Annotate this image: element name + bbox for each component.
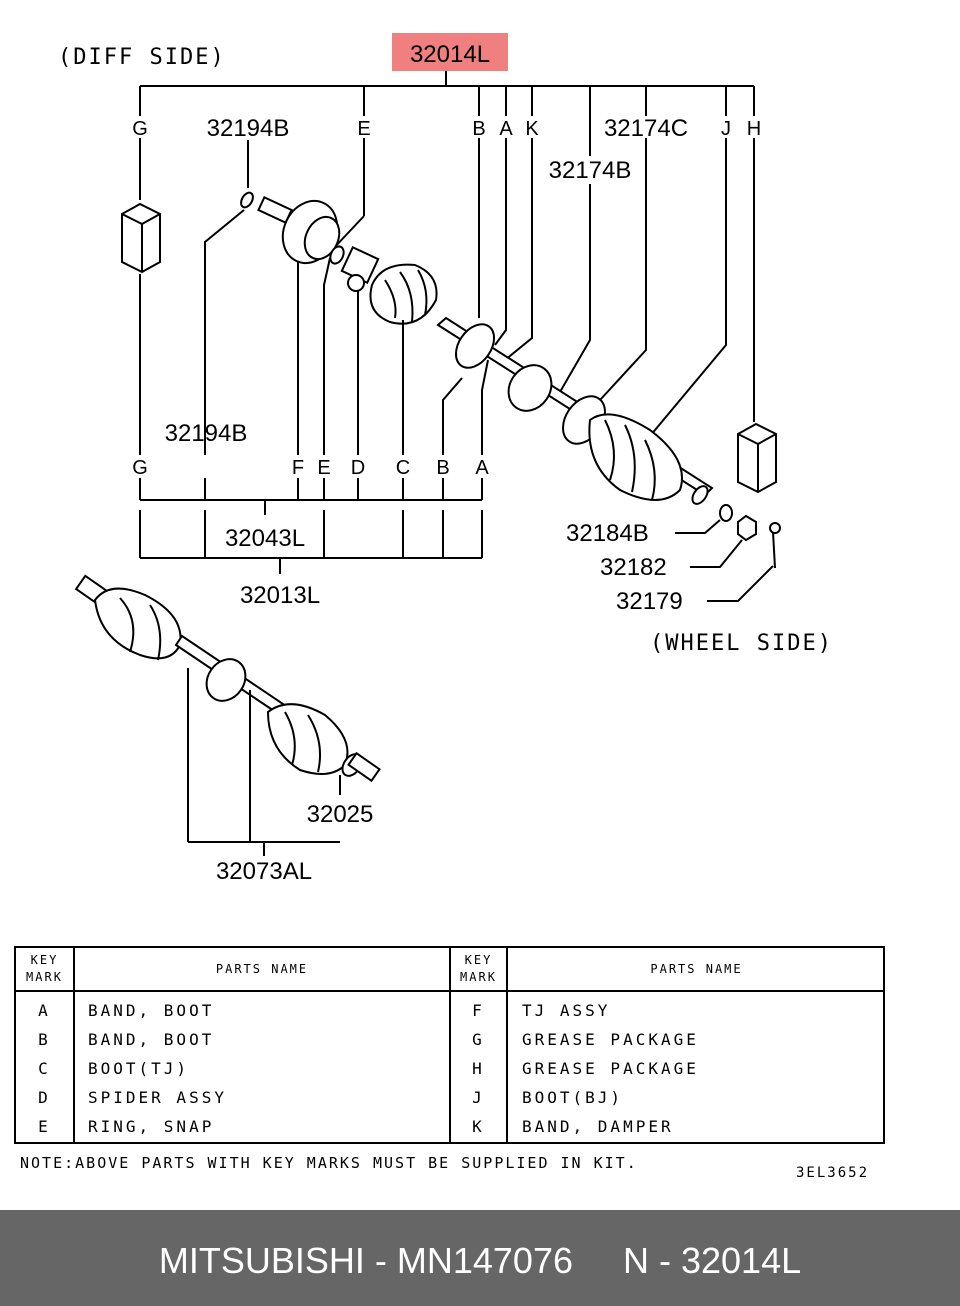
right-leaders [675, 519, 774, 602]
tj-assy-shape [257, 195, 341, 265]
table-row-name: BAND, BOOT [88, 1030, 215, 1049]
part-32043L[interactable]: 32043L [225, 525, 305, 552]
key-e-bottom: E [317, 457, 330, 479]
table-row-key: C [38, 1059, 51, 1078]
table-divider [506, 948, 508, 1142]
kit-note: NOTE:ABOVE PARTS WITH KEY MARKS MUST BE … [20, 1154, 638, 1172]
washer-shape [719, 504, 733, 522]
spider-assy-shape [340, 245, 380, 292]
footer-part-info: MITSUBISHI - MN147076 N - 32014L [158, 1240, 802, 1281]
part-32174C[interactable]: 32174C [604, 115, 688, 142]
snap-ring-shape [329, 245, 345, 265]
top-bracket-lines [139, 71, 755, 437]
drawing-code: 3EL3652 [796, 1165, 870, 1181]
exploded-parts-diagram: 32014L (DIFF SIDE) (WHEEL SIDE) G E B A … [58, 33, 833, 885]
header-parts-name-right: PARTS NAME [650, 962, 743, 976]
key-a-top: A [499, 118, 513, 140]
table-row-name: BAND, BOOT [88, 1001, 215, 1020]
key-j-top: J [721, 118, 731, 140]
footer-bar: MITSUBISHI - MN147076 N - 32014L [0, 1210, 960, 1306]
table-row-name: TJ ASSY [522, 1001, 611, 1020]
key-f-bottom: F [292, 457, 304, 479]
bottom-bracket-lines [139, 209, 489, 574]
lower-leaders [187, 668, 341, 856]
table-row-key: E [38, 1117, 51, 1136]
grease-package-left [121, 202, 161, 274]
wheel-side-label: (WHEEL SIDE) [650, 631, 833, 656]
part-32194B-mid[interactable]: 32194B [165, 420, 248, 447]
boot-bj-shape [588, 413, 709, 505]
table-row-key: A [38, 1001, 51, 1020]
key-a-bottom: A [475, 457, 489, 479]
table-row-key: B [38, 1030, 51, 1049]
table-row-name: BAND, DAMPER [522, 1117, 674, 1136]
main-part-highlight [392, 33, 508, 71]
table-row-key: D [38, 1088, 51, 1107]
table-row-name: BOOT(TJ) [88, 1059, 190, 1078]
boot-tj-shape [369, 263, 438, 325]
table-row-key: G [472, 1030, 485, 1049]
key-c-bottom: C [396, 457, 410, 479]
part-32182[interactable]: 32182 [600, 554, 667, 581]
table-row-name: BOOT(BJ) [522, 1088, 624, 1107]
part-32194B-top[interactable]: 32194B [207, 115, 290, 142]
table-row-key: F [472, 1001, 485, 1020]
table-row-name: RING, SNAP [88, 1117, 215, 1136]
part-32179[interactable]: 32179 [616, 588, 683, 615]
table-row-key: H [472, 1059, 485, 1078]
header-parts-name-left: PARTS NAME [215, 962, 309, 976]
table-header-rule [16, 990, 883, 992]
table-row-name: GREASE PACKAGE [522, 1030, 699, 1049]
key-g-bottom: G [132, 457, 148, 479]
part-32174B[interactable]: 32174B [549, 157, 632, 184]
key-b-bottom: B [436, 457, 449, 479]
table-divider [73, 948, 75, 1142]
table-row-key: J [472, 1088, 485, 1107]
cotter-pin-shape [769, 522, 781, 569]
table-row-name: GREASE PACKAGE [522, 1059, 699, 1078]
key-g-top: G [132, 118, 148, 140]
table-divider [449, 948, 451, 1142]
complete-shaft-shape [74, 574, 381, 783]
diff-side-label: (DIFF SIDE) [58, 45, 226, 70]
part-32184B[interactable]: 32184B [566, 520, 649, 547]
table-row-name: SPIDER ASSY [88, 1088, 227, 1107]
part-32073AL[interactable]: 32073AL [216, 858, 312, 885]
key-h-top: H [747, 118, 761, 140]
key-d-bottom: D [351, 457, 365, 479]
part-32025[interactable]: 32025 [307, 801, 374, 828]
o-ring-shape [240, 191, 254, 209]
grease-package-right [737, 422, 777, 494]
key-e-top: E [357, 118, 370, 140]
nut-shape [737, 514, 757, 542]
part-32013L[interactable]: 32013L [240, 582, 320, 609]
main-part-number[interactable]: 32014L [410, 41, 490, 68]
key-k-top: K [525, 118, 539, 140]
table-row-key: K [472, 1117, 485, 1136]
key-b-top: B [472, 118, 485, 140]
